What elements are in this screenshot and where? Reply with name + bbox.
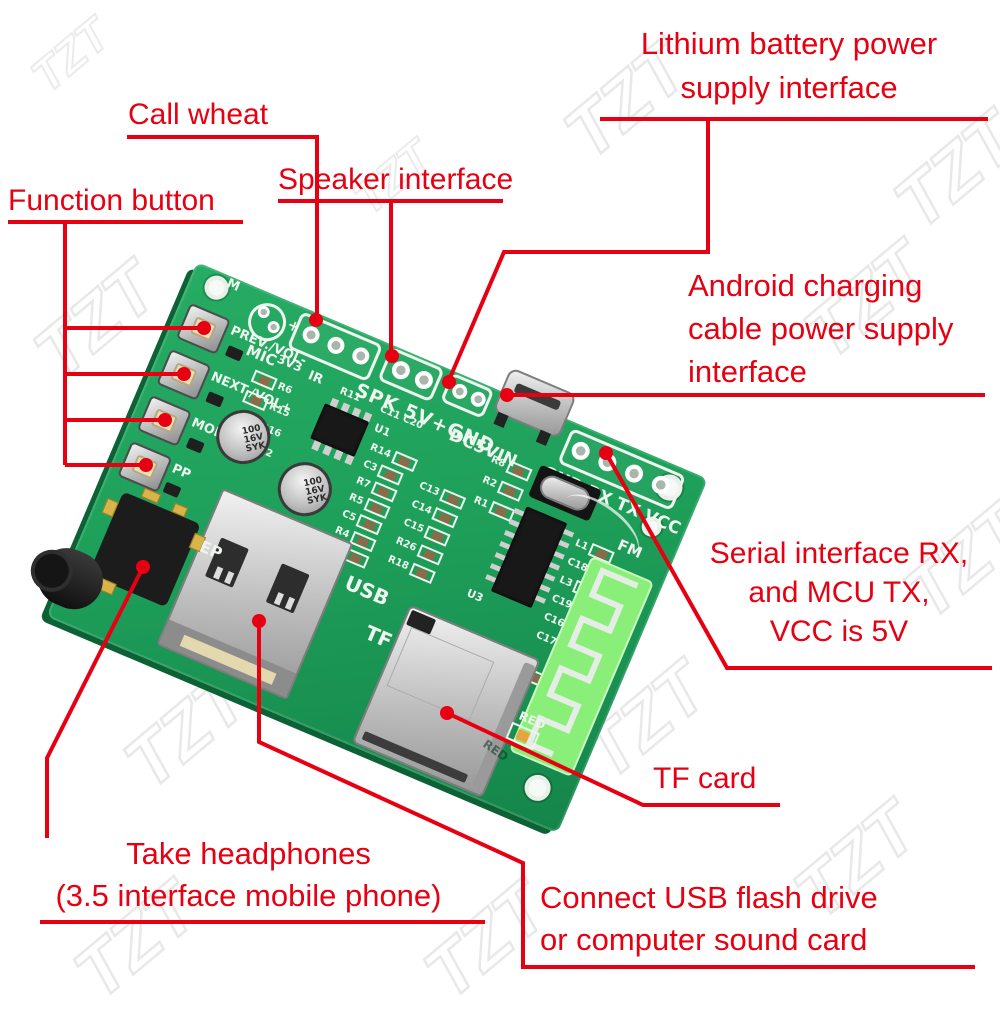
callout-call-wheat: Call wheat	[128, 98, 269, 131]
pcb-board: M + MIC 3V3 IR R11 SPK 5V+GND DC5VIN	[24, 262, 708, 834]
callout-lithium-battery: Lithium battery power supply interface	[640, 26, 938, 105]
callout-tf-card: TF card	[653, 762, 757, 795]
antenna-meander-trace	[525, 567, 639, 757]
callout-take-headphones: Take headphones (3.5 interface mobile ph…	[55, 836, 442, 913]
bluetooth-antenna-zone	[508, 555, 655, 778]
callout-speaker-interface: Speaker interface	[278, 163, 514, 196]
callout-android-charging: Android charging cable power supply inte…	[688, 268, 954, 389]
callout-serial-interface: Serial interface RX, and MCU TX, VCC is …	[709, 537, 969, 648]
callout-connect-usb: Connect USB flash drive or computer soun…	[540, 880, 878, 957]
callout-function-button: Function button	[8, 184, 215, 217]
